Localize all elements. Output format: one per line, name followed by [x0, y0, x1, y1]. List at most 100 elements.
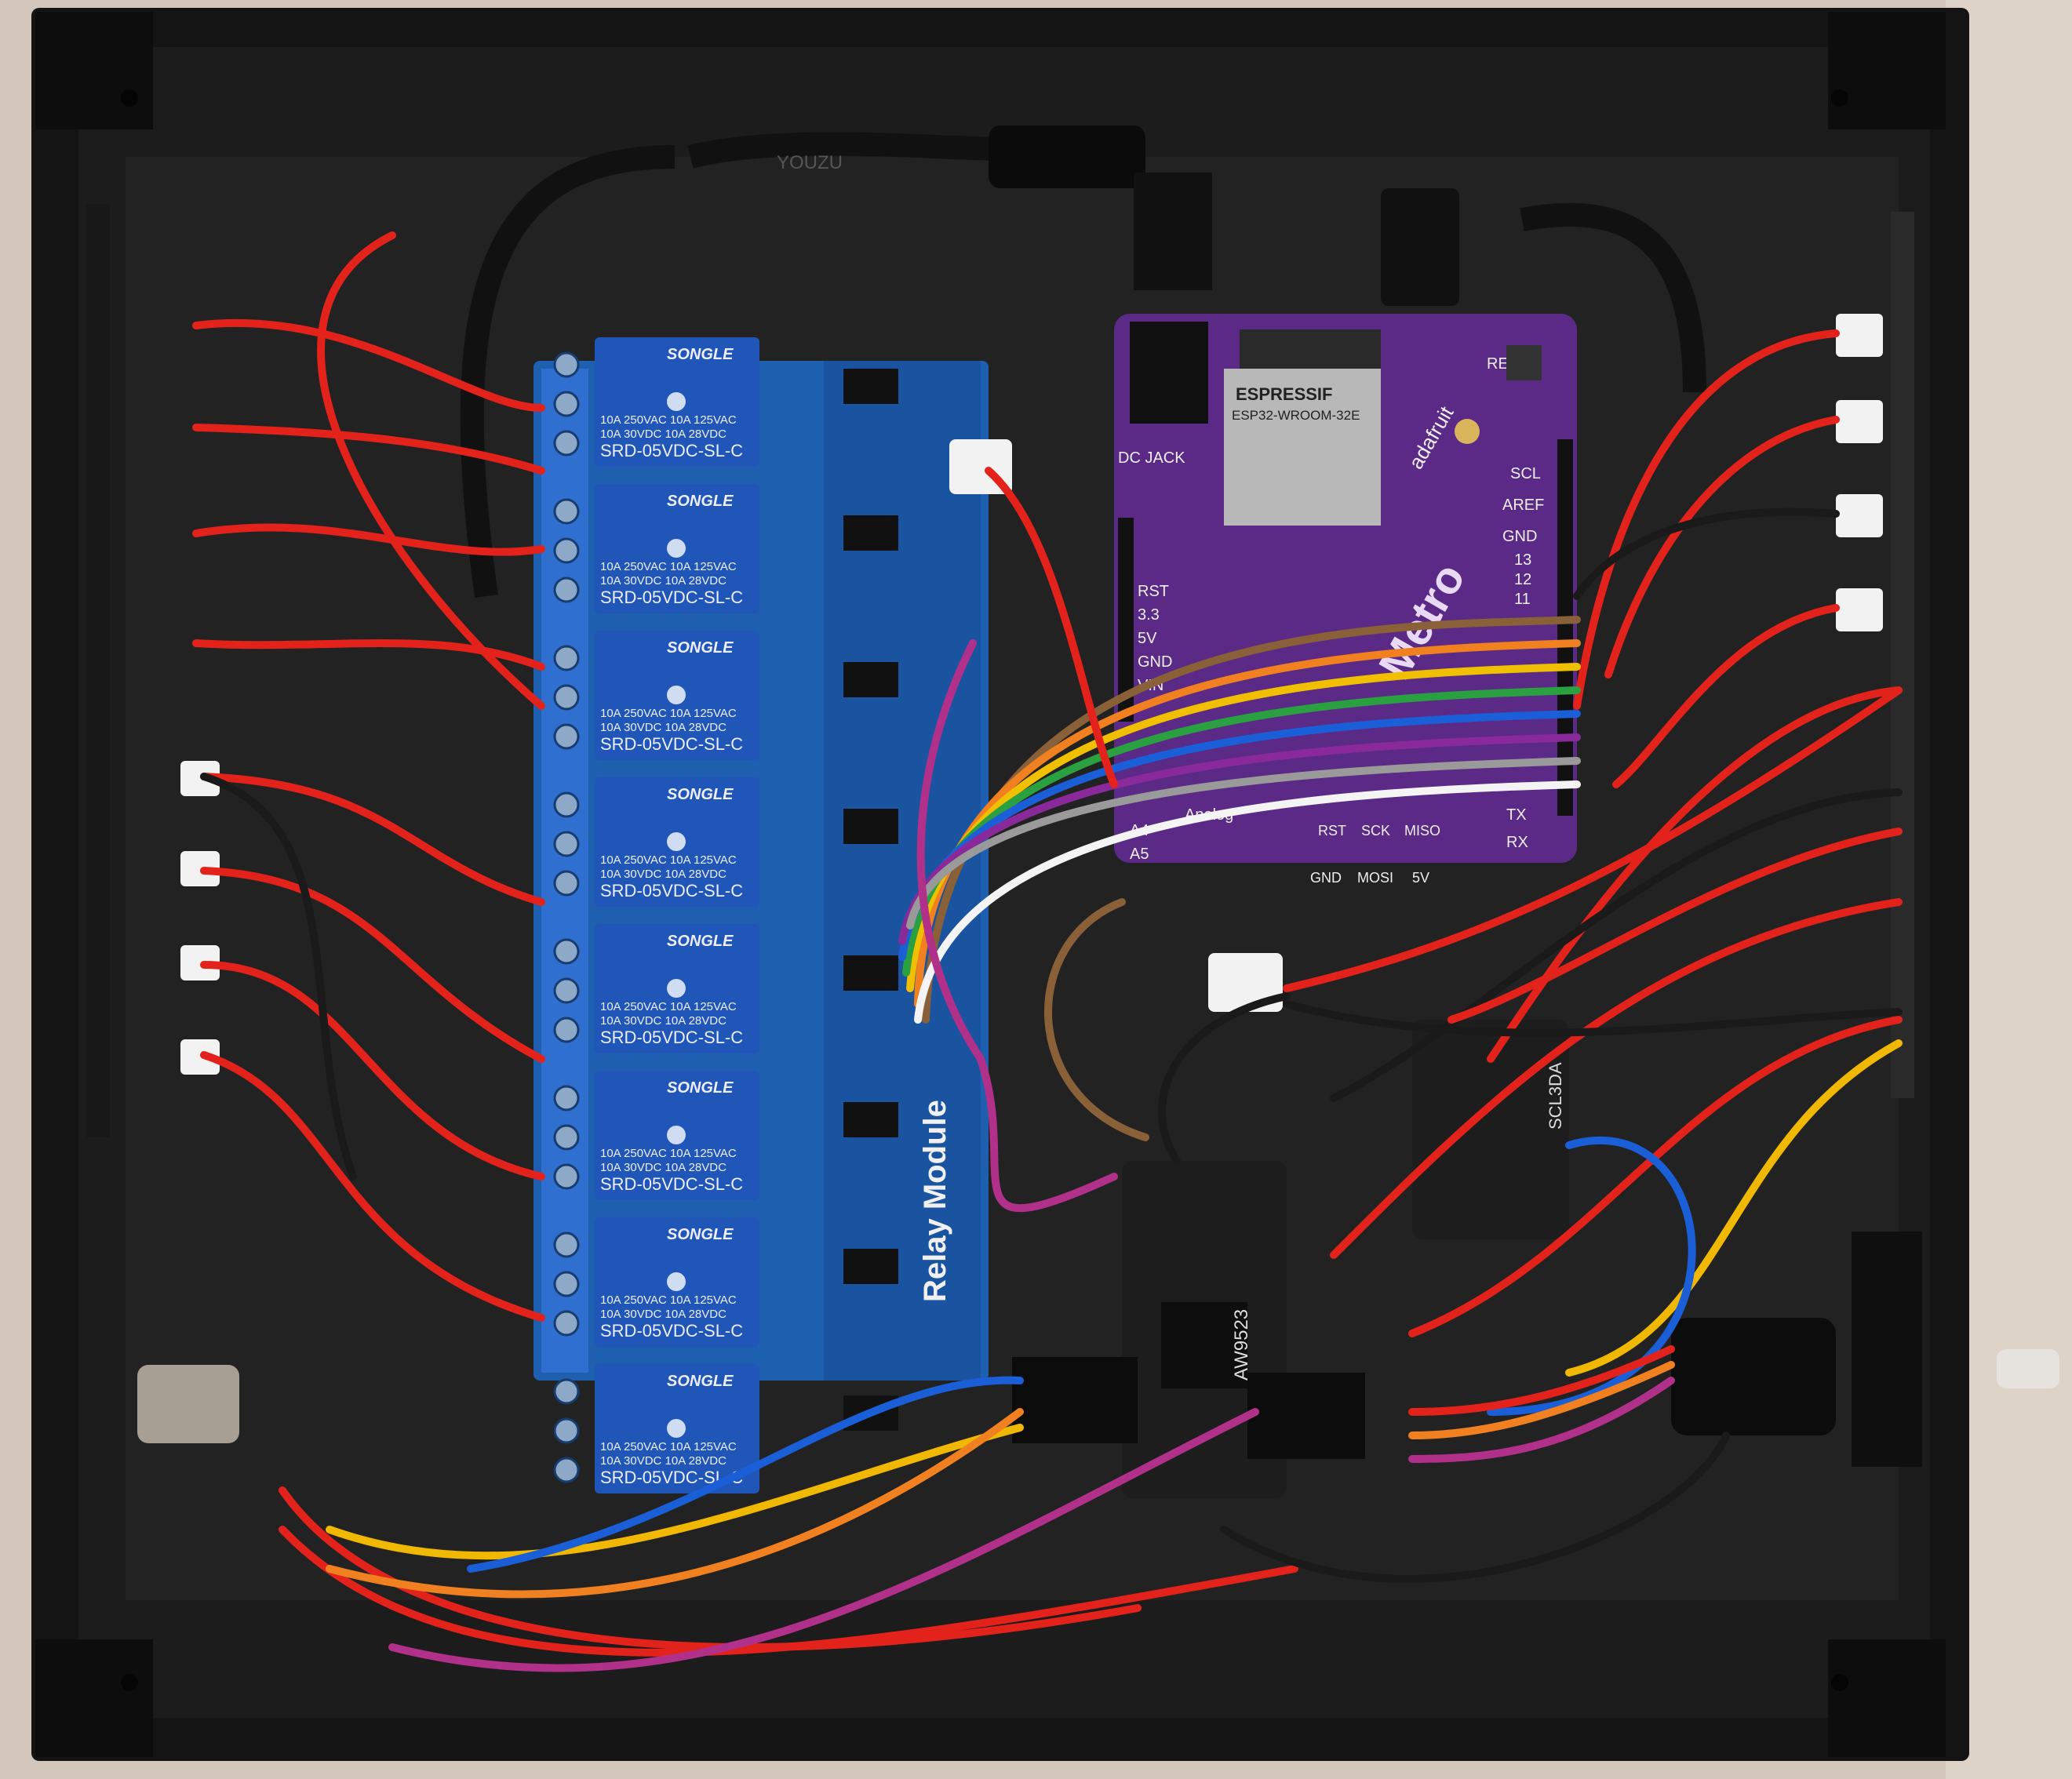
- reset-button: [1506, 345, 1542, 380]
- cable-print: YOUZU: [777, 152, 843, 173]
- wire: [1330, 788, 1903, 1102]
- pin-label: RST: [1138, 583, 1169, 600]
- dc-plug-head: [1134, 173, 1212, 290]
- wire: [914, 780, 1581, 1024]
- power-inlet-plug: [1671, 1318, 1836, 1435]
- relay-marking: [667, 686, 686, 704]
- wire: [1158, 992, 1291, 1165]
- wire: [1283, 686, 1903, 992]
- led: [1455, 419, 1480, 444]
- wire: [279, 1486, 1142, 1651]
- relay-marking: [667, 832, 686, 851]
- dc-jack: [1130, 322, 1208, 424]
- pin-label: SCL: [1510, 465, 1541, 482]
- relay-model: SRD-05VDC-SL-C: [600, 881, 743, 900]
- corner-post-top-right: [1828, 12, 1946, 129]
- terminal-screw: [553, 1017, 580, 1043]
- wire: [1487, 686, 1903, 1063]
- wire: [906, 757, 1581, 930]
- screw-hole: [1831, 1674, 1848, 1691]
- pin-label: MOSI: [1357, 870, 1393, 886]
- jst-connector-left: [180, 945, 220, 980]
- module-brand: ESPRESSIF: [1236, 384, 1332, 404]
- usb-cable: [1520, 202, 1706, 393]
- relay-marking: [667, 979, 686, 998]
- module-model: ESP32-WROOM-32E: [1232, 408, 1360, 423]
- wire: [200, 1051, 545, 1322]
- panel-connector-left: [137, 1365, 239, 1443]
- power-cable-outside: [1997, 1349, 2059, 1388]
- relay-rating-line2: 10A 30VDC 10A 28VDC: [600, 1454, 726, 1468]
- terminal-screw: [553, 831, 580, 857]
- expander-label: AW9523: [1231, 1309, 1252, 1381]
- relay-rating-line1: 10A 250VAC 10A 125VAC: [600, 413, 737, 427]
- optocoupler: [843, 809, 898, 844]
- tx-label: TX: [1506, 806, 1527, 824]
- wire: [200, 961, 545, 1181]
- screw-hole: [121, 89, 138, 107]
- jst-connector-center: [1208, 953, 1283, 1012]
- terminal-screw: [553, 1085, 580, 1111]
- relay-marking: [667, 539, 686, 558]
- terminal-screw: [553, 1457, 580, 1483]
- pin-label: 3.3: [1138, 606, 1160, 624]
- relay-rating-line1: 10A 250VAC 10A 125VAC: [600, 1440, 737, 1453]
- pin-label: GND: [1310, 870, 1342, 886]
- terminal-screw: [553, 791, 580, 818]
- wire: [898, 733, 1581, 945]
- wire: [1408, 1377, 1675, 1463]
- pin-label: 13: [1514, 551, 1531, 569]
- relay-model: SRD-05VDC-SL-C: [600, 588, 743, 607]
- relay-rating-line1: 10A 250VAC 10A 125VAC: [600, 707, 737, 720]
- esp32-module: [1224, 369, 1381, 526]
- relay-marking: [667, 1272, 686, 1291]
- relay-rating-line1: 10A 250VAC 10A 125VAC: [600, 1147, 737, 1160]
- pin-label: A5: [1130, 846, 1149, 863]
- relay-model: SRD-05VDC-SL-C: [600, 1321, 743, 1341]
- pin-label: GND: [1138, 653, 1172, 671]
- terminal-screw: [553, 430, 580, 457]
- wire: [192, 424, 545, 475]
- relay-model: SRD-05VDC-SL-C: [600, 1174, 743, 1194]
- wire: [317, 231, 545, 710]
- optocoupler: [843, 1102, 898, 1137]
- terminal-screw: [553, 1124, 580, 1151]
- jst-connector-left: [180, 1039, 220, 1075]
- power-inlet: [1852, 1231, 1922, 1467]
- optocoupler: [843, 515, 898, 551]
- wire: [916, 639, 985, 1063]
- relay-rating-line1: 10A 250VAC 10A 125VAC: [600, 1293, 737, 1307]
- relay-brand: SONGLE: [667, 346, 734, 363]
- wire: [1220, 1432, 1730, 1583]
- terminal-screw: [553, 351, 580, 378]
- terminal-screw: [553, 1271, 580, 1297]
- relay-model: SRD-05VDC-SL-C: [600, 734, 743, 754]
- relay-rating-line2: 10A 30VDC 10A 28VDC: [600, 868, 726, 881]
- left-wall-panel: [86, 204, 110, 1137]
- wire: [1612, 604, 1840, 788]
- terminal-screw: [553, 1417, 580, 1444]
- dc-cable: [460, 145, 675, 598]
- pin-label: GND: [1502, 528, 1537, 545]
- relay-brand: SONGLE: [667, 1373, 734, 1390]
- relay-brand: SONGLE: [667, 1226, 734, 1243]
- jst-connector-right: [1836, 400, 1883, 443]
- optocoupler: [843, 1249, 898, 1284]
- wire: [977, 1055, 1118, 1213]
- dc-plug-body: [989, 126, 1145, 188]
- wire: [1447, 828, 1903, 1024]
- terminal-screw: [553, 870, 580, 897]
- pin-label: MISO: [1404, 823, 1440, 839]
- terminal-screw: [553, 577, 580, 603]
- pin-label: RST: [1318, 823, 1346, 839]
- relay-marking: [667, 1126, 686, 1144]
- right-wall-panel: [1891, 212, 1914, 1098]
- optocoupler: [843, 369, 898, 404]
- wire: [1573, 508, 1840, 600]
- terminal-screw: [553, 498, 580, 525]
- pin-label: SCK: [1361, 823, 1390, 839]
- wire: [388, 1408, 1259, 1672]
